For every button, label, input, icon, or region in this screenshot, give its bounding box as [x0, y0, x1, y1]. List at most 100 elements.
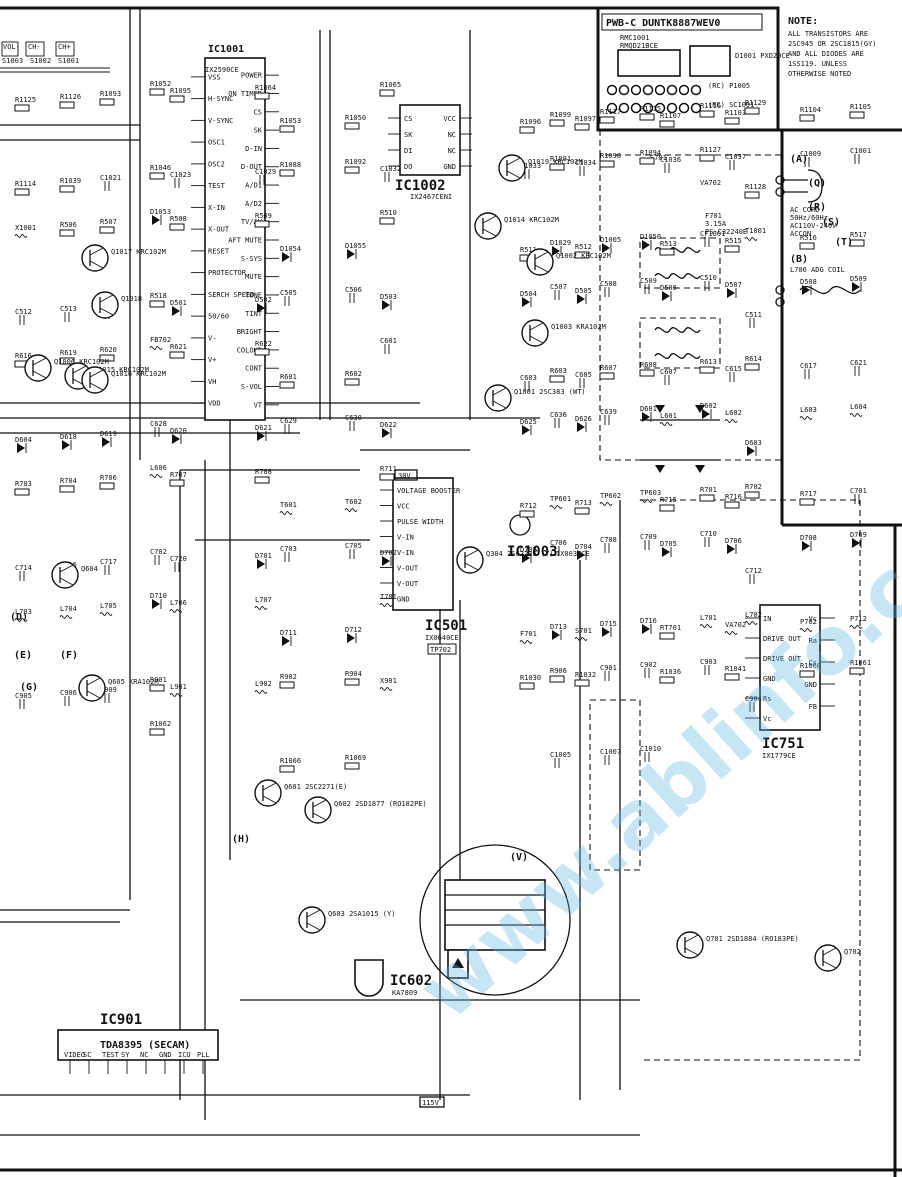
- part-label: L602: [725, 409, 742, 417]
- part-label: R517: [850, 231, 867, 239]
- part-c628: C628: [150, 420, 167, 437]
- part-r621: R621: [169, 343, 187, 359]
- part-label: C629: [280, 417, 297, 425]
- transistor-q702: Q702: [814, 944, 861, 972]
- part-c1009: C1009: [800, 150, 821, 167]
- ic1001-pin-serch-speed: SERCH SPEED: [208, 291, 254, 299]
- part-label: C720: [170, 555, 187, 563]
- part-label: CF1001: [700, 230, 725, 238]
- part-c1029: C1029: [255, 168, 276, 185]
- part-cf1001: CF1001: [700, 230, 725, 247]
- part-d602: D602: [700, 402, 717, 419]
- part-d703: D703: [520, 546, 537, 563]
- note-title: NOTE:: [788, 16, 818, 27]
- note-block: NOTE: ALL TRANSISTORS ARE 2SC945 OR 2SC1…: [788, 16, 877, 78]
- part-label: R1046: [150, 164, 171, 172]
- part-r716: R716: [724, 493, 742, 509]
- transistor-q604: Q604: [51, 561, 98, 589]
- part-d1050: D1050: [640, 233, 661, 250]
- part-r1116: R1116: [699, 102, 721, 118]
- part-d712: D712: [345, 626, 362, 643]
- part-r613: R613: [699, 358, 717, 374]
- pwb-c-block: PWB-C DUNTK8887WEV0 RMC1001 RMQD21BCE D1…: [601, 13, 790, 114]
- part-c705: C705: [345, 542, 362, 559]
- transistor-q601-2sc2271-e: Q601 2SC2271(E): [254, 779, 347, 807]
- part-label: C709: [640, 533, 657, 541]
- part-label: L707: [255, 596, 272, 604]
- ic1002-pin-cs: CS: [404, 115, 412, 123]
- part-c636: C636: [550, 411, 567, 428]
- ic1001-part: IX2590CE: [205, 66, 239, 74]
- part-c629: C629: [280, 417, 297, 434]
- part-l604: L604: [849, 403, 867, 417]
- part-d501: D501: [170, 299, 187, 316]
- part-r1092: R1092: [344, 158, 366, 174]
- part-t1001: T1001: [744, 227, 766, 241]
- part-label: C603: [520, 374, 537, 382]
- part-r1064: R1064: [254, 84, 276, 100]
- part-r1066: R1066: [279, 757, 301, 773]
- part-r508: R508: [169, 215, 187, 231]
- note-line-4: 1SS119. UNLESS: [788, 60, 847, 68]
- part-label: VA702: [725, 621, 746, 629]
- part-label: D1054: [280, 245, 301, 253]
- part-label: C505: [280, 289, 297, 297]
- part-c621: C621: [850, 359, 867, 376]
- part-label: R703: [15, 480, 32, 488]
- part-label: D1050: [640, 233, 661, 241]
- transistor-q1016-krc102m: Q1016 KRC102M: [81, 366, 166, 394]
- part-r1060: R1060: [799, 662, 821, 678]
- part-c507: C507: [550, 283, 567, 300]
- part-label: L704: [60, 605, 77, 613]
- connector-pin: [630, 102, 642, 114]
- part-r517: R517: [849, 231, 867, 247]
- transistor-label: Q603 2SA1015 (Y): [328, 910, 395, 918]
- part-r1053: R1053: [279, 117, 301, 133]
- ac-connector-label: ACCON: [790, 230, 811, 238]
- part-r715: R715: [659, 496, 677, 512]
- part-label: R713: [575, 499, 592, 507]
- part-r507: R507: [99, 218, 117, 234]
- part-x901: X901: [379, 677, 397, 691]
- transistor-q304-2sc2236-y: Q304 2SC2236 (Y): [456, 546, 553, 574]
- part-t601: T601: [279, 501, 297, 515]
- part-c617: C617: [800, 362, 817, 379]
- connector-pin: [690, 84, 702, 96]
- ic1001-pin-osc2: OSC2: [208, 160, 225, 168]
- part-d622: D622: [380, 421, 397, 438]
- part-r1107: R1107: [659, 112, 681, 128]
- part-r1065: R1065: [379, 81, 401, 97]
- part-c701: C701: [850, 487, 867, 504]
- part-label: C717: [100, 558, 117, 566]
- part-label: X901: [380, 677, 397, 685]
- part-label: L902: [255, 680, 272, 688]
- part-c605: C605: [575, 371, 592, 388]
- part-r1036: R1036: [659, 668, 681, 684]
- board-title: PWB-C DUNTK8887WEV0: [606, 18, 720, 29]
- part-r1032: R1032: [574, 671, 596, 687]
- ic1001-name: IC1001: [208, 44, 244, 55]
- board-part-1: RMC1001: [620, 34, 650, 42]
- part-d603: D603: [745, 439, 762, 456]
- part-c717: C717: [100, 558, 117, 575]
- connector-pin: [606, 84, 618, 96]
- part-l707: L707: [254, 596, 272, 610]
- part-c1001: C1001: [850, 147, 871, 164]
- ic751-pin-cs: Cs: [809, 659, 817, 667]
- rail-30v: 30V: [398, 472, 411, 480]
- part-label: C1036: [660, 156, 681, 164]
- part-d1005: D1005: [600, 236, 621, 253]
- part-label: C513: [60, 305, 77, 313]
- connector-pin: [654, 102, 666, 114]
- part-r510: R510: [379, 209, 397, 225]
- part-label: R701: [700, 486, 717, 494]
- part-r906: R906: [549, 667, 567, 683]
- ic1002-pin-nc: NC: [448, 147, 456, 155]
- ic901-name: IC901: [100, 1012, 142, 1028]
- ic1001-pin-d-in: D-IN: [245, 145, 262, 153]
- ic1002-pin-sk: SK: [404, 131, 413, 139]
- ic1001-pin-osc1: OSC1: [208, 139, 225, 147]
- connector-pin: [618, 84, 630, 96]
